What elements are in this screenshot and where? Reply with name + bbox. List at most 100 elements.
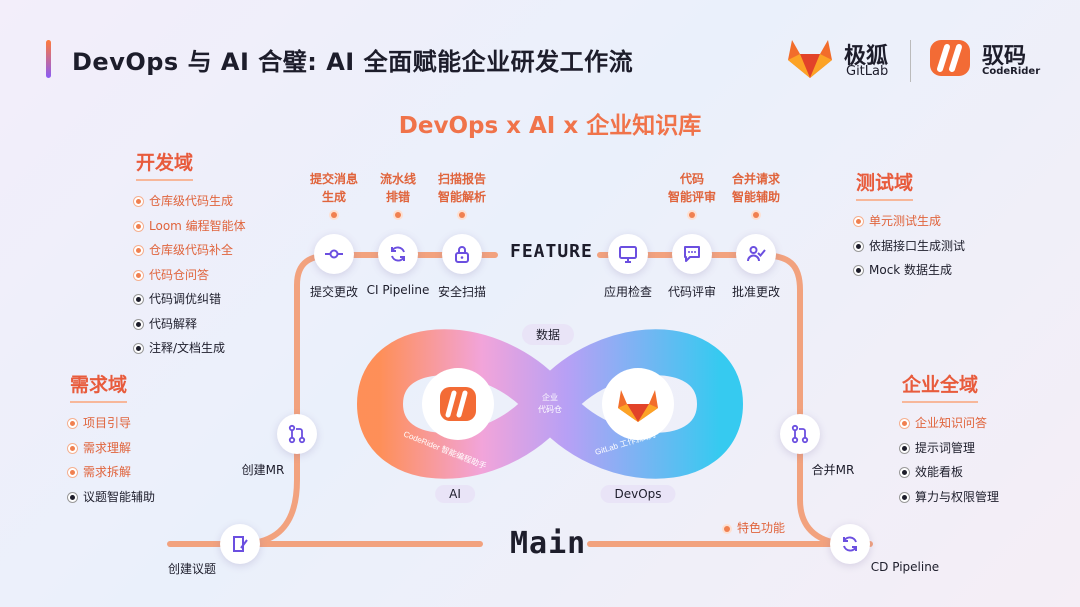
- bullet-dot: [136, 199, 141, 204]
- refresh-icon: [391, 246, 405, 262]
- merge-request-icon: [791, 424, 809, 444]
- domain-list: 企业知识问答提示词管理效能看板算力与权限管理: [902, 411, 999, 509]
- create-mr-node[interactable]: [277, 414, 317, 454]
- domain-item-label: 仓库级代码生成: [149, 194, 234, 208]
- gitlab-logo-en: GitLab: [846, 64, 889, 79]
- app-check-label: 应用检查: [603, 285, 653, 299]
- ai-pill: AI: [435, 485, 475, 503]
- domain-item: 代码仓问答: [136, 263, 246, 288]
- commit-icon: [325, 249, 343, 259]
- domain-item: 议题智能辅助: [70, 485, 155, 510]
- app-check-node[interactable]: [608, 234, 648, 274]
- code-review-node[interactable]: [672, 234, 712, 274]
- domain-item: 代码解释: [136, 312, 246, 337]
- ci-pipeline-label: CI Pipeline: [366, 283, 430, 297]
- domain-item: 单元测试生成: [856, 209, 965, 234]
- main-branch-label: Main: [510, 526, 587, 561]
- domain-item: 需求拆解: [70, 460, 155, 485]
- domain-item-label: 算力与权限管理: [915, 489, 1000, 504]
- create-issue-label: 创建议题: [167, 562, 217, 576]
- merge-mr-node[interactable]: [780, 414, 820, 454]
- ci-pipeline-node[interactable]: [378, 234, 418, 274]
- infinity-loop: [357, 329, 743, 479]
- domain-item: 依据接口生成测试: [856, 234, 965, 259]
- bullet-dot: [136, 223, 141, 229]
- bullet-dot: [70, 445, 75, 451]
- special-feature-legend: 特色功能: [724, 519, 785, 536]
- domain-title: 需求域: [70, 370, 128, 403]
- approve-label: 批准更改: [731, 285, 781, 299]
- coderider-logo-icon: [440, 387, 476, 421]
- security-scan-node[interactable]: [442, 234, 482, 274]
- approve-node[interactable]: [736, 234, 776, 274]
- callout-dot: [331, 212, 337, 218]
- cd-pipeline-label: CD Pipeline: [870, 560, 940, 574]
- domain-list: 仓库级代码生成 Loom 编程智能体仓库级代码补全代码仓问答代码调优纠错代码解释注…: [136, 189, 246, 361]
- domain-item-label: 议题智能辅助: [83, 489, 156, 504]
- commit-node[interactable]: [314, 234, 354, 274]
- domain-item-label: 项目引导: [83, 416, 132, 430]
- coderider-logo-cn: 驭码: [982, 44, 1027, 69]
- title-accent-bar: [46, 40, 51, 78]
- cd-pipeline-node[interactable]: [830, 524, 870, 564]
- devops-pill: DevOps: [600, 485, 676, 503]
- gitlab-fox-icon: [618, 390, 658, 422]
- domain-item-label: 代码仓问答: [149, 267, 210, 282]
- monitor-icon: [619, 246, 637, 263]
- commit-label: 提交更改: [309, 285, 359, 299]
- logo-divider: [910, 40, 911, 82]
- domain-item-label: 效能看板: [915, 465, 964, 479]
- center-text-line1: 企业: [542, 392, 558, 402]
- bullet-dot: [136, 346, 141, 351]
- domain-item: 效能看板: [902, 460, 999, 485]
- gitlab-logo-cn: 极狐: [844, 44, 889, 69]
- domain-item-label: 仓库级代码补全: [149, 243, 234, 257]
- bullet-dot: [70, 470, 75, 475]
- flow-path: [167, 252, 873, 547]
- center-text-line2: 代码仓: [538, 404, 562, 414]
- callout-dot: [753, 212, 759, 218]
- domain-req: 需求域 项目引导需求理解需求拆解议题智能辅助: [70, 370, 155, 509]
- user-check-icon: [747, 246, 766, 262]
- callout-pipeline: 流水线排错: [379, 172, 417, 204]
- domain-ent: 企业全域 企业知识问答提示词管理效能看板算力与权限管理: [902, 370, 999, 509]
- domain-item-label: 代码解释: [149, 316, 198, 331]
- create-issue-node[interactable]: [220, 524, 260, 564]
- domain-item-label: 代码调优纠错: [149, 292, 222, 306]
- bullet-dot: [136, 297, 141, 302]
- callout-merge: 合并请求智能辅助: [731, 172, 781, 204]
- bullet-dot: [136, 321, 141, 327]
- domain-title: 开发域: [136, 148, 194, 181]
- legend-dot: [724, 525, 730, 532]
- domain-item-label: Loom 编程智能体: [149, 218, 246, 233]
- data-pill: 数据: [521, 324, 575, 345]
- domain-dev: 开发域 仓库级代码生成 Loom 编程智能体仓库级代码补全代码仓问答代码调优纠错代…: [136, 148, 246, 361]
- bullet-dot: [856, 268, 861, 273]
- callout-commit: 提交消息生成: [309, 172, 359, 204]
- domain-item-label: 注释/文档生成: [149, 341, 226, 355]
- domain-title: 测试域: [856, 168, 914, 201]
- domain-item: 仓库级代码补全: [136, 238, 246, 263]
- bullet-dot: [136, 248, 141, 253]
- callout-dot: [395, 212, 401, 218]
- bullet-dot: [856, 243, 861, 249]
- bullet-dot: [902, 445, 907, 451]
- edit-document-icon: [233, 536, 248, 552]
- coderider-logo-icon: [930, 40, 970, 76]
- bullet-dot: [902, 421, 907, 426]
- domain-item-label: 企业知识问答: [915, 416, 988, 430]
- lock-icon: [455, 246, 469, 263]
- bullet-dot: [902, 470, 907, 475]
- gitlab-logo-icon: [788, 40, 832, 78]
- domain-item: 企业知识问答: [902, 411, 999, 436]
- domain-item: 项目引导: [70, 411, 155, 436]
- domain-item-label: 需求理解: [83, 440, 132, 455]
- merge-request-icon: [288, 424, 306, 444]
- bullet-dot: [856, 219, 861, 224]
- refresh-icon: [843, 536, 857, 552]
- domain-item-label: 提示词管理: [915, 440, 976, 455]
- callout-dot: [689, 212, 695, 218]
